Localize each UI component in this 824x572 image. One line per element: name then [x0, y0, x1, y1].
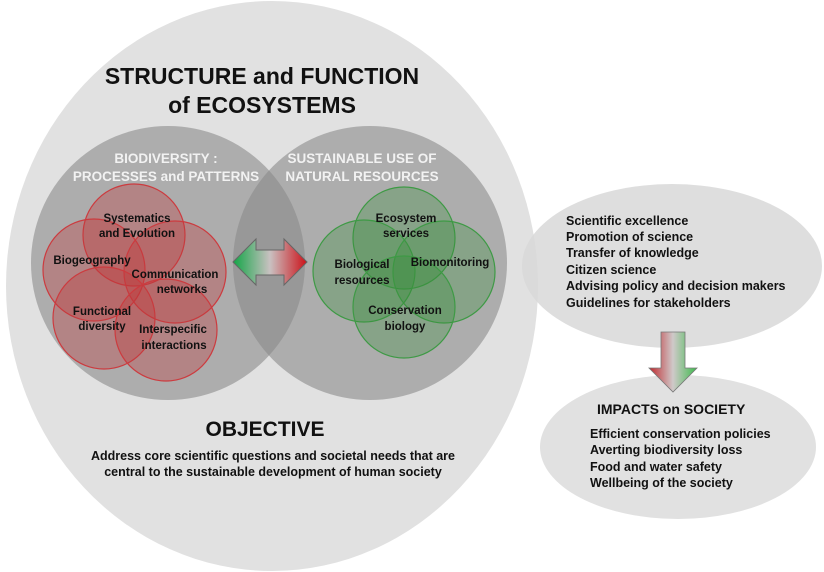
impact-item: Wellbeing of the society: [590, 476, 733, 490]
label-biological-1: Biological: [335, 259, 390, 271]
label-communication-2: networks: [157, 284, 208, 296]
impacts-heading: IMPACTS on SOCIETY: [597, 401, 746, 417]
sustainable-use-venn: [312, 186, 496, 359]
outcome-item: Citizen science: [566, 263, 656, 277]
objective-line-1: Address core scientific questions and so…: [91, 449, 455, 463]
objective-line-2: central to the sustainable development o…: [104, 465, 442, 479]
outcomes-ellipse: [522, 184, 822, 348]
biodiversity-circle: [31, 126, 305, 400]
outcomes-list: Scientific excellence Promotion of scien…: [566, 214, 786, 310]
title-line-1: STRUCTURE and FUNCTION: [105, 63, 419, 89]
outcome-item: Promotion of science: [566, 230, 693, 244]
venn-circle-functional: [52, 266, 156, 370]
sustainable-heading-1: SUSTAINABLE USE OF: [287, 151, 436, 166]
impacts-list: Efficient conservation policies Averting…: [590, 427, 771, 490]
label-systematics-1: Systematics: [103, 213, 170, 225]
label-conservation-2: biology: [385, 321, 426, 333]
impact-item: Food and water safety: [590, 460, 722, 474]
label-biomonitoring: Biomonitoring: [411, 257, 490, 269]
label-ecosystem-1: Ecosystem: [376, 213, 437, 225]
venn-circle-communication: [123, 220, 227, 324]
outcome-item: Guidelines for stakeholders: [566, 296, 731, 310]
label-functional-1: Functional: [73, 306, 131, 318]
label-ecosystem-2: services: [383, 228, 429, 240]
venn-circle-ecosystem-services: [352, 186, 456, 290]
label-conservation-1: Conservation: [368, 305, 442, 317]
venn-circle-conservation: [352, 255, 456, 359]
venn-circle-biogeography: [42, 218, 146, 322]
label-interspecific-1: Interspecific: [139, 324, 207, 336]
venn-circle-biological-resources: [312, 219, 416, 323]
biodiversity-heading-1: BIODIVERSITY :: [114, 151, 217, 166]
label-systematics-2: and Evolution: [99, 228, 175, 240]
biodiversity-venn: [42, 183, 227, 382]
venn-circle-systematics: [82, 183, 186, 287]
title-line-2: of ECOSYSTEMS: [168, 92, 356, 118]
impacts-ellipse: [540, 375, 816, 519]
biodiversity-heading-2: PROCESSES and PATTERNS: [73, 169, 259, 184]
label-functional-2: diversity: [78, 321, 126, 333]
label-biogeography: Biogeography: [53, 255, 131, 267]
outcome-item: Advising policy and decision makers: [566, 279, 786, 293]
venn-circle-interspecific: [114, 278, 218, 382]
down-arrow-icon: [648, 331, 698, 393]
impact-item: Efficient conservation policies: [590, 427, 771, 441]
label-interspecific-2: interactions: [141, 340, 206, 352]
outcome-item: Scientific excellence: [566, 214, 688, 228]
label-communication-1: Communication: [132, 269, 219, 281]
impact-item: Averting biodiversity loss: [590, 443, 742, 457]
sustainable-heading-2: NATURAL RESOURCES: [285, 169, 438, 184]
venn-circle-biomonitoring: [392, 220, 496, 324]
objective-heading: OBJECTIVE: [205, 418, 324, 441]
label-biological-2: resources: [335, 275, 390, 287]
sustainable-use-circle: [233, 126, 507, 400]
outcome-item: Transfer of knowledge: [566, 246, 699, 260]
double-arrow-icon: [232, 237, 308, 287]
